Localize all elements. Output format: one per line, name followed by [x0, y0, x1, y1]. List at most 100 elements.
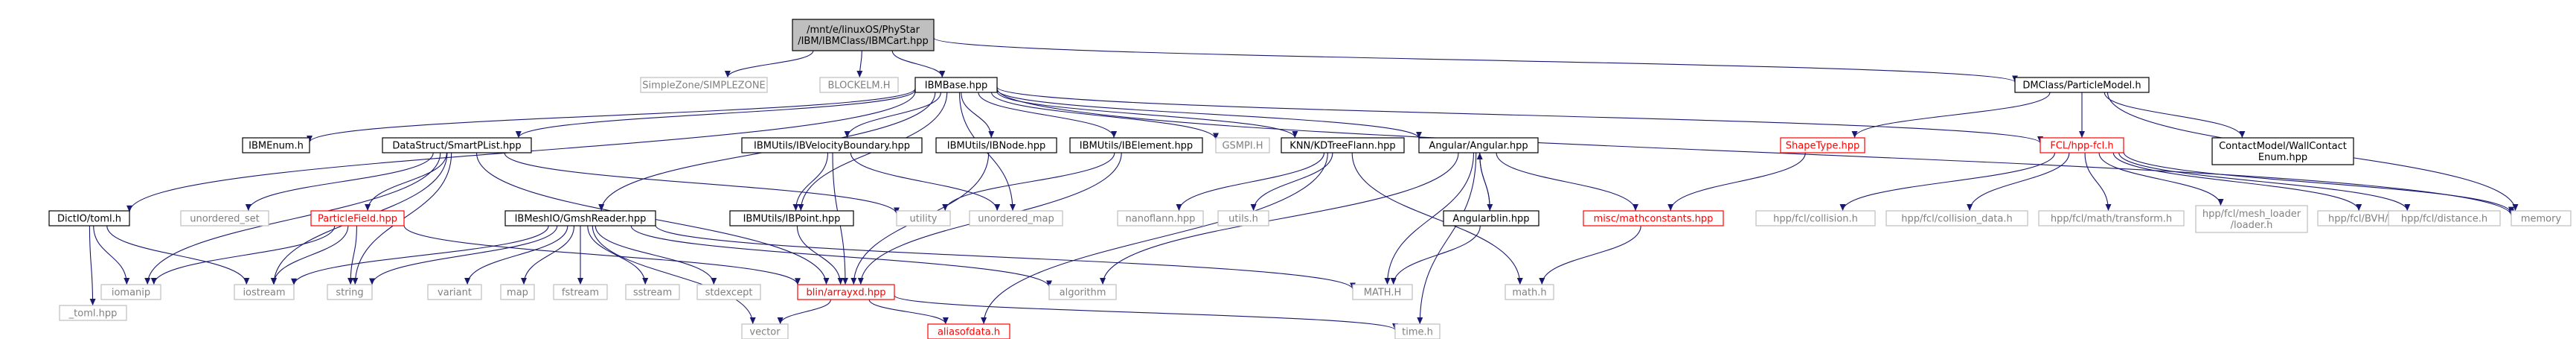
edge-gmshreader-to-vector: [592, 225, 756, 325]
node-ibmbase[interactable]: IBMBase.hpp: [914, 77, 998, 93]
node-angularblin[interactable]: Angularblin.hpp: [1443, 210, 1539, 226]
edge-ibmbase-to-gsmph: [990, 92, 1219, 140]
node-utilsh[interactable]: utils.h: [1217, 210, 1269, 226]
node-unorderedmap[interactable]: unordered_map: [969, 210, 1063, 226]
node-label: ContactModel/WallContact: [2219, 141, 2347, 152]
node-particlefield[interactable]: ParticleField.hpp: [310, 210, 405, 226]
node-vector[interactable]: vector: [741, 323, 789, 339]
edge-ibmbase-to-memory: [996, 88, 2514, 216]
node-memory[interactable]: memory: [2511, 210, 2572, 226]
edge-particlefield-to-iostream: [270, 225, 349, 285]
node-hppcollision[interactable]: hpp/fcl/collision.h: [1755, 210, 1876, 226]
edge-ibmbase-to-ibelement: [978, 92, 1118, 139]
node-sstream[interactable]: sstream: [625, 284, 680, 300]
edge-ibmbase-to-ibmenum: [307, 88, 916, 143]
node-ibpoint[interactable]: IBMUtils/IBPoint.hpp: [729, 210, 854, 226]
node-box: [504, 210, 656, 226]
edge-angular-to-mathconst: [1496, 152, 1638, 212]
node-ibmenum[interactable]: IBMEnum.h: [242, 137, 310, 153]
node-label: iostream: [243, 288, 285, 299]
node-label: math.h: [1512, 288, 1546, 299]
node-variant[interactable]: variant: [427, 284, 482, 300]
edge-particlemodel-to-shapetype: [1851, 92, 2051, 139]
edge-gmshreader-to-algorithm: [630, 225, 1052, 288]
edge-gmshreader-to-stdexcept: [595, 225, 717, 285]
node-stdexcept[interactable]: stdexcept: [696, 284, 761, 300]
edge-smartplist-to-unorderedset: [245, 152, 434, 212]
edge-mathconst-to-mathh: [1539, 225, 1641, 285]
node-box: [1885, 210, 2028, 226]
node-gsmph[interactable]: GSMPI.H: [1215, 137, 1270, 153]
node-angular[interactable]: Angular/Angular.hpp: [1418, 137, 1539, 153]
node-label: GSMPI.H: [1222, 141, 1263, 152]
node-label: utility: [910, 214, 938, 225]
node-box: [969, 210, 1063, 226]
node-box: [1443, 210, 1539, 226]
node-arrayxd[interactable]: blin/arrayxd.hpp: [797, 284, 895, 300]
edge-ibmbase-to-ibmvel: [844, 92, 941, 139]
node-kdtree[interactable]: KNN/KDTreeFlann.hpp: [1281, 137, 1405, 153]
node-label: algorithm: [1060, 288, 1106, 299]
node-dicttoml[interactable]: DictIO/toml.h: [48, 210, 130, 226]
node-timeh[interactable]: time.h: [1394, 323, 1441, 339]
node-tomlhpp[interactable]: _toml.hpp: [59, 305, 127, 321]
node-hppmeshloader[interactable]: hpp/fcl/mesh_loader/loader.h: [2195, 205, 2308, 233]
edge-dicttoml-to-iomanip: [93, 225, 130, 285]
node-ibelement[interactable]: IBMUtils/IBElement.hpp: [1069, 137, 1203, 153]
node-unorderedset[interactable]: unordered_set: [180, 210, 269, 226]
node-fstream[interactable]: fstream: [553, 284, 608, 300]
node-smartplist[interactable]: DataStruct/SmartPList.hpp: [382, 137, 532, 153]
node-label: /mnt/e/linuxOS/PhyStar: [807, 25, 920, 36]
node-string[interactable]: string: [327, 284, 373, 300]
node-particlemodel[interactable]: DMClass/ParticleModel.h: [2014, 77, 2150, 93]
node-simplezone[interactable]: SimpleZone/SIMPLEZONE: [640, 77, 768, 93]
node-hppmath[interactable]: hpp/fcl/math/transform.h: [2038, 210, 2185, 226]
node-box: [2511, 210, 2572, 226]
edge-angular-to-timeh: [1417, 152, 1477, 325]
edge-ibmvel-to-ibpoint: [792, 152, 829, 212]
node-label: variant: [438, 288, 472, 299]
node-label: time.h: [1402, 327, 1433, 338]
node-map[interactable]: map: [500, 284, 535, 300]
edge-dicttoml-to-tomlhpp: [89, 225, 96, 306]
edge-ibmbase-to-smartplist: [515, 89, 916, 139]
edge-kdtree-to-utilsh: [1250, 152, 1333, 212]
node-hppfcl[interactable]: FCL/hpp-fcl.h: [2040, 137, 2124, 153]
node-label: MATH.H: [1364, 288, 1402, 299]
node-iomanip[interactable]: iomanip: [100, 284, 161, 300]
node-algorithm[interactable]: algorithm: [1048, 284, 1117, 300]
node-box: [640, 77, 768, 93]
node-label: vector: [749, 327, 781, 338]
node-box: [1048, 284, 1117, 300]
node-nanoflann[interactable]: nanoflann.hpp: [1117, 210, 1204, 226]
node-box: [48, 210, 130, 226]
node-box: [896, 210, 951, 226]
node-label: map: [507, 288, 528, 299]
edge-arrayxd-to-aliasofdata: [868, 299, 949, 325]
node-mathconst[interactable]: misc/mathconstants.hpp: [1583, 210, 1724, 226]
node-root[interactable]: /mnt/e/linuxOS/PhyStar/IBM/IBMClass/IBMC…: [792, 19, 935, 51]
edge-angularblin-to-mathH: [1390, 225, 1481, 285]
edge-smartplist-to-particlefield: [365, 152, 447, 212]
node-box: [792, 19, 935, 51]
node-ibnode[interactable]: IBMUtils/IBNode.hpp: [935, 137, 1057, 153]
node-mathh[interactable]: math.h: [1505, 284, 1554, 300]
node-blockelm[interactable]: BLOCKELM.H: [819, 77, 899, 93]
node-iostream[interactable]: iostream: [234, 284, 295, 300]
node-aliasofdata[interactable]: aliasofdata.h: [927, 323, 1010, 339]
node-mathH[interactable]: MATH.H: [1352, 284, 1413, 300]
node-label: stdexcept: [705, 288, 753, 299]
nodes-layer: /mnt/e/linuxOS/PhyStar/IBM/IBMClass/IBMC…: [48, 19, 2572, 339]
node-shapetype[interactable]: ShapeType.hpp: [1780, 137, 1865, 153]
node-label: IBMBase.hpp: [925, 80, 988, 92]
node-gmshreader[interactable]: IBMeshIO/GmshReader.hpp: [504, 210, 656, 226]
node-utility[interactable]: utility: [896, 210, 951, 226]
node-label: KNN/KDTreeFlann.hpp: [1289, 141, 1395, 152]
node-label: aliasofdata.h: [938, 327, 1000, 338]
node-ibmvel[interactable]: IBMUtils/IBVelocityBoundary.hpp: [741, 137, 923, 153]
node-label: hpp/fcl/distance.h: [2401, 214, 2487, 225]
node-hppdistance[interactable]: hpp/fcl/distance.h: [2388, 210, 2501, 226]
node-hppcollisiondata[interactable]: hpp/fcl/collision_data.h: [1885, 210, 2028, 226]
